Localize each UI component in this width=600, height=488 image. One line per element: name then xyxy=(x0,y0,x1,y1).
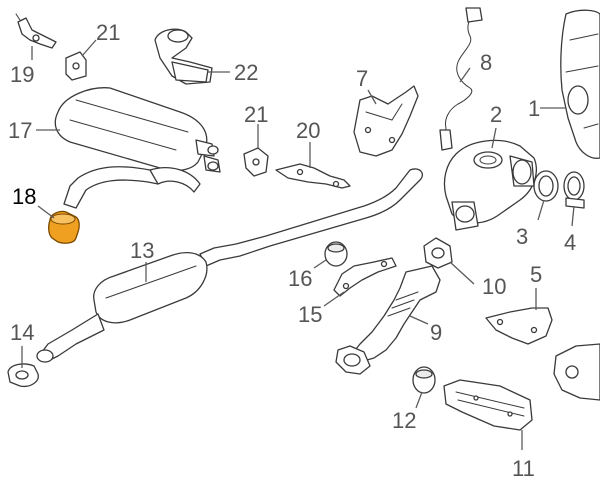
part-18-clamp[interactable] xyxy=(48,210,80,244)
part-19-bracket[interactable] xyxy=(15,13,57,49)
part-9-front-pipe[interactable] xyxy=(335,265,441,375)
part-4-band-clamp[interactable] xyxy=(563,171,585,209)
callout-15[interactable]: 15 xyxy=(298,302,322,327)
callout-20[interactable]: 20 xyxy=(296,118,320,143)
callout-21-top[interactable]: 21 xyxy=(96,20,120,45)
part-2-catalytic-converter[interactable] xyxy=(443,139,537,231)
callout-12[interactable]: 12 xyxy=(392,408,416,433)
callout-13[interactable]: 13 xyxy=(130,238,154,263)
part-13-center-pipe[interactable] xyxy=(36,168,424,363)
part-20-bracket[interactable] xyxy=(275,163,351,189)
part-8-oxygen-sensor[interactable] xyxy=(439,7,483,151)
callout-16[interactable]: 16 xyxy=(288,266,312,291)
callout-14[interactable]: 14 xyxy=(10,320,34,345)
callout-9[interactable]: 9 xyxy=(430,320,442,345)
callout-8[interactable]: 8 xyxy=(480,50,492,75)
callout-5[interactable]: 5 xyxy=(530,262,542,287)
callout-11[interactable]: 11 xyxy=(512,456,535,481)
part-5-bracket[interactable] xyxy=(485,307,553,345)
callout-1[interactable]: 1 xyxy=(528,96,540,121)
part-16-grommet[interactable] xyxy=(324,241,348,267)
part-14-gasket[interactable] xyxy=(7,363,39,388)
callout-18[interactable]: 18 xyxy=(12,184,36,209)
part-21-hanger-top[interactable] xyxy=(65,51,87,81)
callout-7[interactable]: 7 xyxy=(356,66,368,91)
part-10-gasket[interactable] xyxy=(423,237,453,269)
callout-labels: 19 21 22 17 18 21 20 13 14 7 8 2 1 3 4 1… xyxy=(8,20,576,481)
part-11-heat-shield[interactable] xyxy=(443,379,533,431)
callout-17[interactable]: 17 xyxy=(8,118,32,143)
callout-22[interactable]: 22 xyxy=(234,60,258,85)
callout-19[interactable]: 19 xyxy=(10,62,34,87)
callout-21-mid[interactable]: 21 xyxy=(244,102,268,127)
rear-pipe[interactable] xyxy=(63,166,201,209)
part-21-hanger-mid[interactable] xyxy=(243,147,269,177)
engine-component-edge xyxy=(553,343,600,401)
callout-2[interactable]: 2 xyxy=(490,102,502,127)
callout-3[interactable]: 3 xyxy=(516,224,528,249)
part-15-bracket[interactable] xyxy=(333,257,397,297)
part-3-gasket-ring[interactable] xyxy=(533,170,559,202)
part-17-rear-muffler[interactable] xyxy=(54,87,221,173)
part-1-exhaust-manifold[interactable] xyxy=(560,9,600,159)
part-7-heat-shield[interactable] xyxy=(353,85,419,157)
callout-4[interactable]: 4 xyxy=(564,230,576,255)
leader-lines xyxy=(21,39,575,450)
part-22-tailpipe-tip[interactable] xyxy=(154,28,213,85)
callout-10[interactable]: 10 xyxy=(482,274,506,299)
part-12-grommet[interactable] xyxy=(412,366,436,394)
